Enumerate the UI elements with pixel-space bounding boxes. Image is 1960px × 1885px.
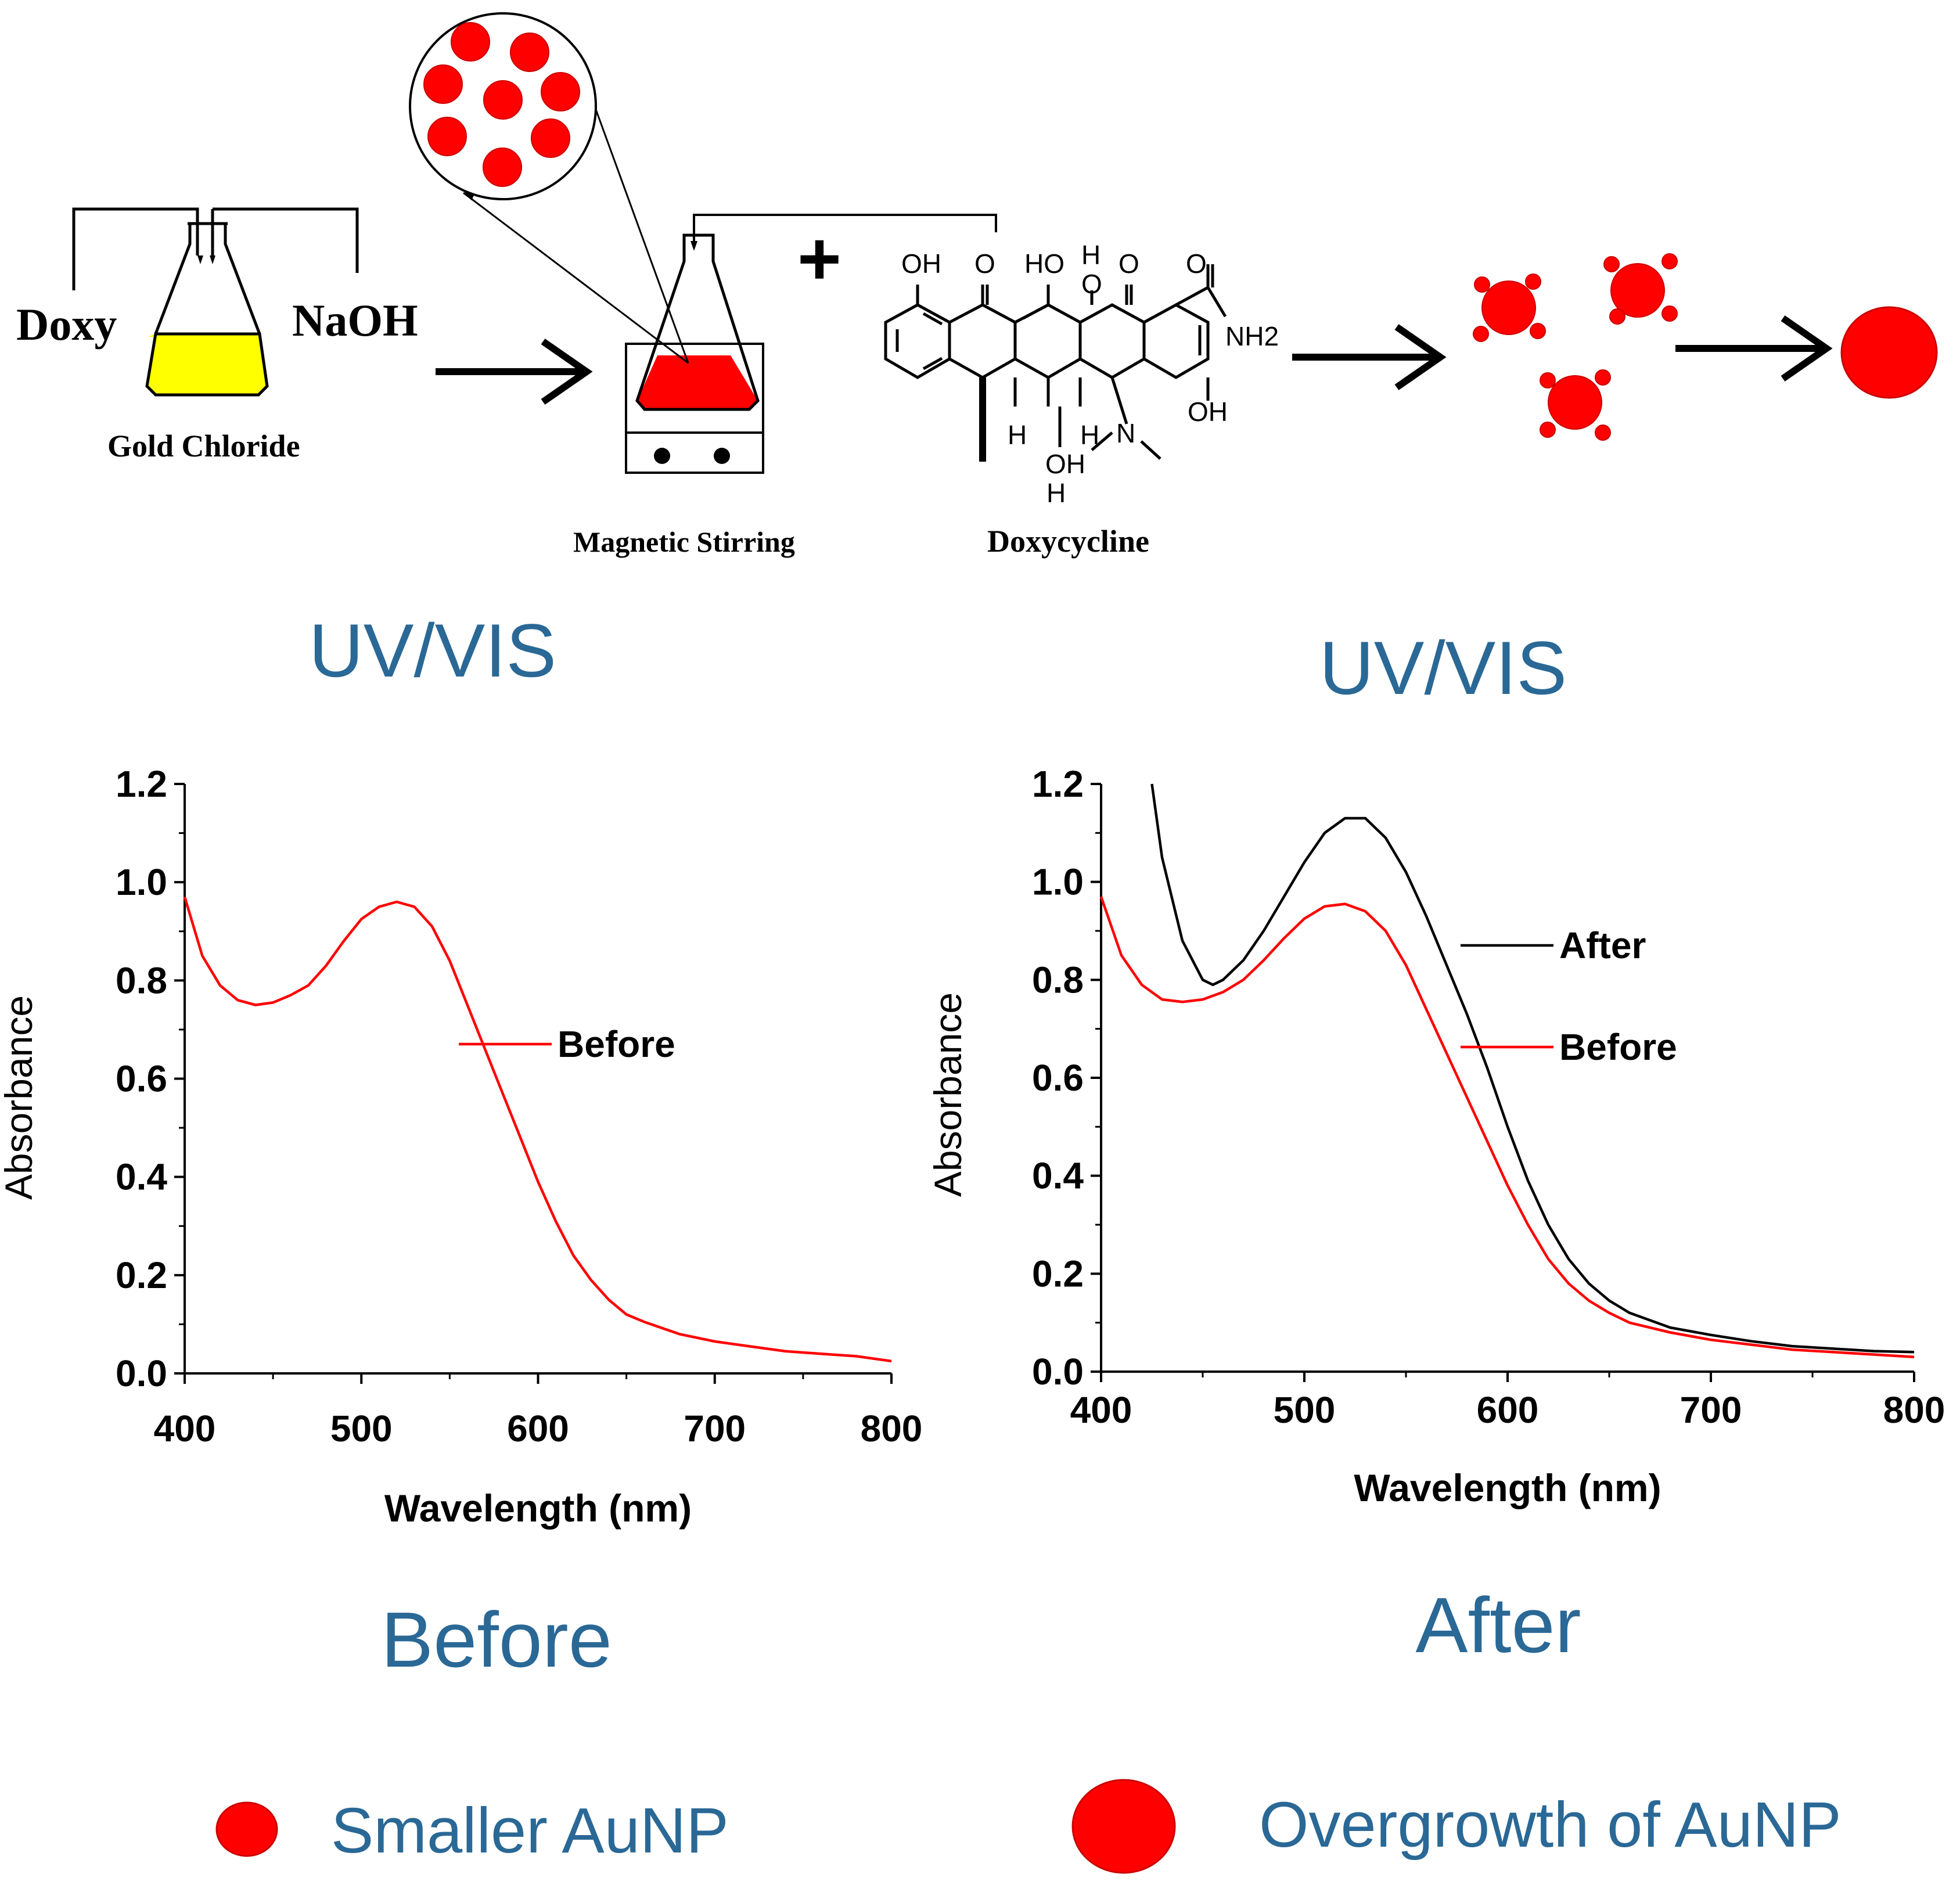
legend-label-after: After [1559, 924, 1646, 966]
series-line-before [183, 896, 892, 1363]
plus-sign: + [797, 216, 841, 301]
y-tick-label: 1.0 [116, 861, 167, 903]
left-panel-title: UV/VIS [309, 608, 556, 693]
svg-text:HO: HO [1024, 249, 1064, 279]
svg-text:H: H [1008, 420, 1027, 450]
svg-text:H: H [1046, 478, 1066, 508]
y-tick-label: 0.6 [116, 1058, 167, 1100]
smaller-aunp-symbol [215, 1801, 278, 1857]
svg-text:O: O [1186, 249, 1207, 279]
bottom-legend: Smaller AuNP Overgrowth of AuNP [215, 1779, 1842, 1874]
x-tick-label: 600 [1477, 1389, 1539, 1431]
svg-text:N: N [1116, 418, 1135, 448]
series-line-after [1150, 783, 1915, 1354]
y-tick-label: 0.0 [1032, 1351, 1084, 1393]
y-tick-label: 0.2 [1032, 1253, 1084, 1294]
x-tick-label: 800 [1883, 1389, 1945, 1431]
x-tick-label: 500 [1274, 1389, 1336, 1431]
x-tick-label: 400 [154, 1408, 216, 1449]
doxycycline-caption: Doxycycline [987, 524, 1149, 559]
y-tick-label: 0.2 [116, 1254, 167, 1296]
legend-label-before: Before [558, 1023, 675, 1065]
reaction-arrow-3 [1675, 315, 1833, 382]
svg-text:O: O [1119, 249, 1139, 279]
svg-text:NH2: NH2 [1225, 321, 1279, 351]
x-axis-label: Wavelength (nm) [384, 1487, 692, 1530]
doxycycline-structure [884, 264, 1227, 462]
synthesis-scheme: Doxy NaOH Gold Chloride Magnetic Stirrin… [16, 12, 1938, 559]
reaction-arrow-1 [436, 339, 593, 405]
x-tick-label: 400 [1070, 1389, 1132, 1431]
overgrown-nanoparticle [1840, 306, 1938, 399]
svg-text:OH: OH [901, 249, 941, 279]
y-tick-label: 0.0 [116, 1352, 167, 1394]
gold-chloride-flask: Doxy NaOH Gold Chloride [16, 207, 418, 463]
x-tick-label: 800 [861, 1408, 923, 1449]
doxycycline-atom-labels: OH O HO H O O O NH2 OH H H OH H N [901, 240, 1279, 508]
y-tick-label: 0.4 [116, 1156, 167, 1198]
y-tick-label: 0.8 [1032, 959, 1084, 1001]
uv-vis-chart-before: 400 500 600 700 800 0.0 0.2 0.4 0.6 0.8 1.0 1.2Wave… [0, 763, 922, 1530]
svg-text:O: O [974, 249, 995, 279]
uv-vis-chart-after: 400 500 600 700 800 0.0 0.2 0.4 0.6 0.8 1.0 1.2Wave… [926, 763, 1945, 1509]
x-tick-label: 600 [507, 1408, 569, 1449]
y-tick-label: 0.8 [116, 959, 167, 1001]
y-axis-label: Absorbance [926, 992, 969, 1197]
y-tick-label: 1.0 [1032, 861, 1084, 903]
y-tick-label: 0.4 [1032, 1155, 1084, 1197]
magnified-nanoparticles [409, 12, 689, 364]
svg-text:OH: OH [1188, 397, 1228, 427]
x-tick-label: 700 [684, 1408, 746, 1449]
y-tick-label: 1.2 [116, 763, 167, 805]
overgrowth-aunp-label: Overgrowth of AuNP [1259, 1789, 1842, 1861]
right-panel-title: UV/VIS [1319, 625, 1567, 710]
magnetic-stirring-caption: Magnetic Stirring [573, 526, 795, 558]
overgrowth-aunp-symbol [1071, 1779, 1176, 1874]
series-line-before [1099, 896, 1915, 1358]
gold-chloride-caption: Gold Chloride [107, 429, 300, 463]
smaller-aunp-label: Smaller AuNP [331, 1795, 729, 1866]
y-axis-label: Absorbance [0, 995, 40, 1200]
magnetic-stirrer-flask: Magnetic Stirring [573, 214, 997, 558]
doxy-capped-nanoparticles [1473, 253, 1678, 441]
naoh-label: NaOH [292, 295, 418, 346]
x-tick-label: 700 [1680, 1389, 1742, 1431]
after-caption: After [1415, 1581, 1581, 1669]
x-tick-label: 500 [330, 1408, 393, 1449]
legend-label-before: Before [1559, 1026, 1677, 1068]
before-caption: Before [381, 1596, 612, 1683]
reaction-arrow-2 [1292, 324, 1447, 390]
doxy-label: Doxy [16, 299, 117, 350]
x-axis-label: Wavelength (nm) [1354, 1466, 1661, 1509]
y-tick-label: 1.2 [1032, 763, 1084, 805]
svg-text:H: H [1080, 420, 1099, 450]
svg-text:OH: OH [1045, 449, 1085, 479]
svg-text:O: O [1081, 269, 1102, 299]
y-tick-label: 0.6 [1032, 1057, 1084, 1099]
svg-text:H: H [1081, 240, 1101, 270]
